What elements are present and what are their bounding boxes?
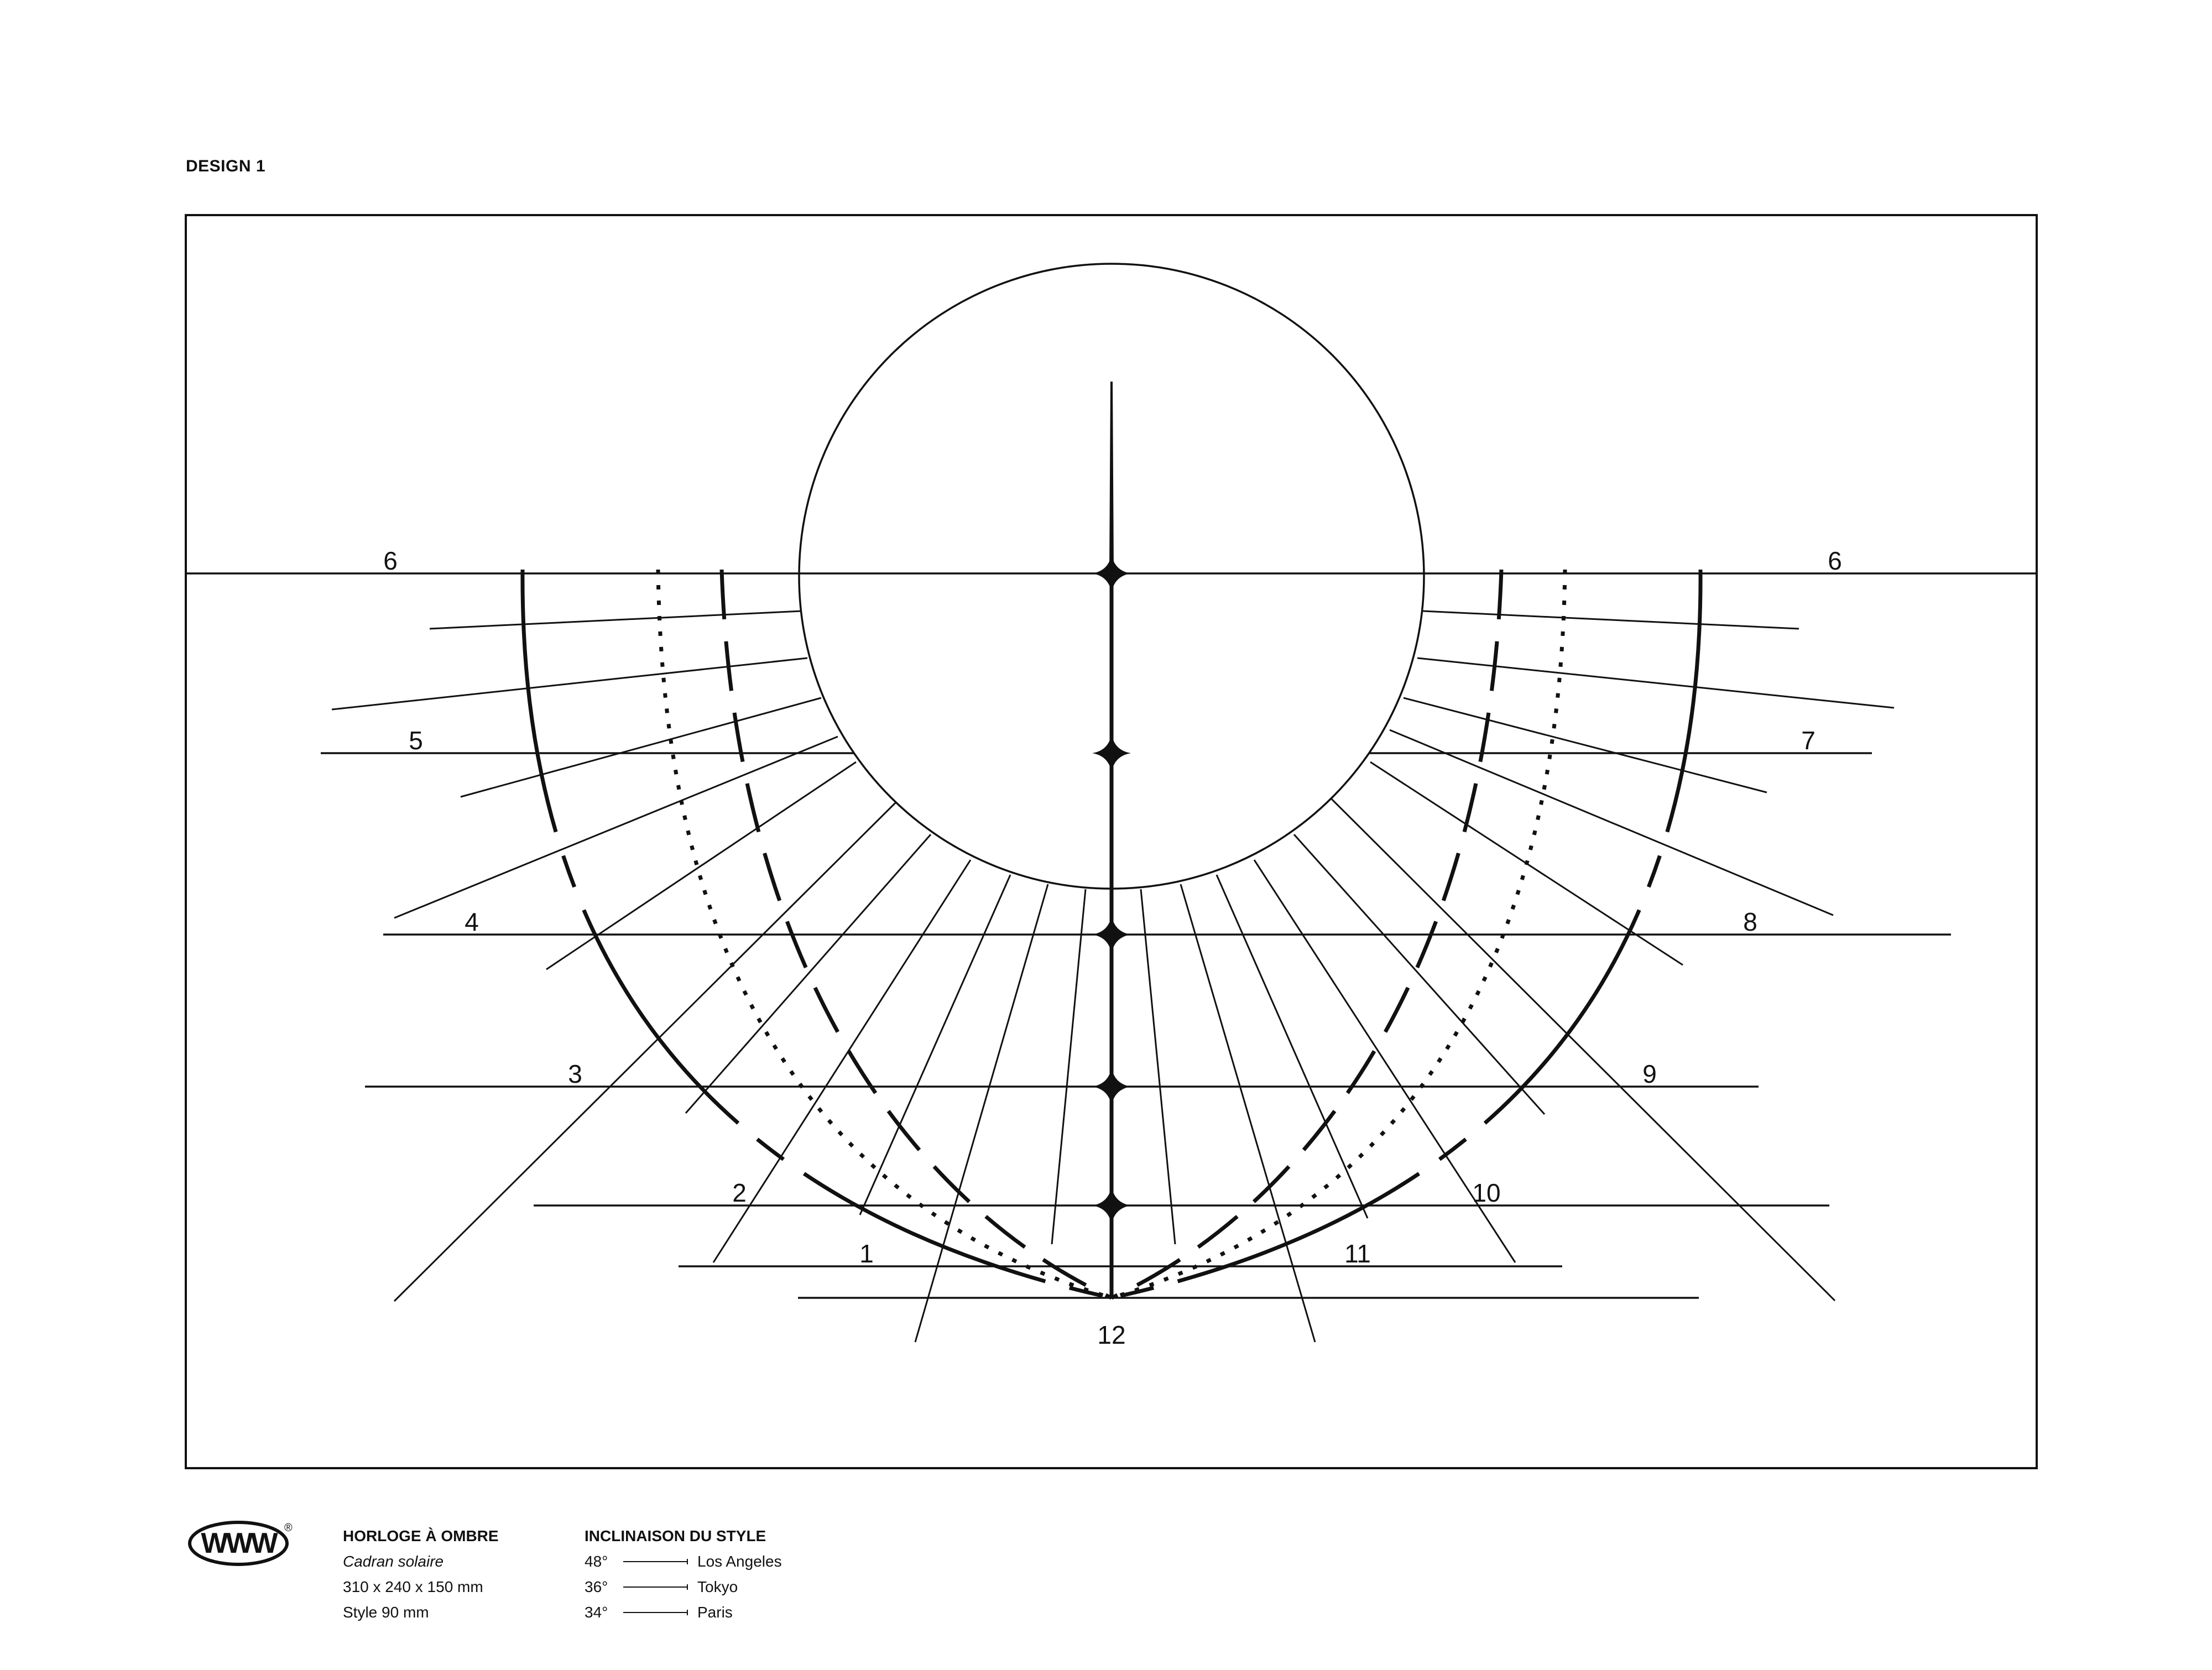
star-marker — [1092, 915, 1131, 954]
outer-curve-right — [1111, 569, 1703, 1300]
radial-line — [685, 834, 932, 1114]
inclination-city: Los Angeles — [697, 1553, 782, 1570]
radial-line — [1051, 889, 1087, 1245]
inclination-city: Paris — [697, 1604, 733, 1621]
dial-frame — [185, 214, 2038, 1469]
product-title: HORLOGE À OMBRE — [343, 1527, 499, 1544]
star-marker — [1092, 1186, 1131, 1225]
arrow-right-icon — [623, 1584, 688, 1590]
hour-label-7: 7 — [1801, 726, 1815, 755]
hour-label-1: 1 — [859, 1239, 874, 1268]
inclination-title: INCLINAISON DU STYLE — [585, 1527, 766, 1544]
outer-curve-left — [520, 569, 1112, 1300]
radial-line — [859, 874, 1011, 1215]
inclination-info: INCLINAISON DU STYLE 48° Los Angeles 36°… — [585, 1523, 782, 1625]
arrow-right-icon — [623, 1610, 688, 1615]
radial-line — [1180, 884, 1316, 1343]
hour-label-6-right: 6 — [1828, 546, 1842, 575]
radial-line — [1403, 697, 1767, 794]
radial-line — [546, 761, 857, 970]
brand-logo: WWW — [188, 1521, 289, 1566]
product-style: Style 90 mm — [343, 1604, 429, 1621]
gnomon — [1109, 382, 1114, 1298]
hour-label-12: 12 — [1097, 1321, 1125, 1349]
date-curves — [520, 569, 1703, 1300]
radial-line — [1389, 729, 1834, 916]
axis-markers — [1092, 554, 1131, 1225]
star-marker — [1092, 554, 1131, 593]
inclination-row: 48° Los Angeles — [585, 1549, 782, 1574]
hour-label-9: 9 — [1642, 1060, 1657, 1088]
product-dimensions: 310 x 240 x 150 mm — [343, 1578, 483, 1595]
hour-label-2: 2 — [732, 1178, 747, 1207]
radial-line — [1215, 874, 1369, 1219]
logo-text: WWW — [201, 1527, 278, 1559]
arrow-right-icon — [623, 1559, 688, 1564]
radial-line — [1329, 796, 1836, 1302]
hour-label-6-left: 6 — [383, 546, 398, 575]
star-marker — [1092, 734, 1131, 773]
star-marker — [1092, 1067, 1131, 1106]
hour-label-4: 4 — [465, 907, 479, 936]
inclination-angle: 34° — [585, 1604, 608, 1621]
radial-line — [429, 610, 802, 630]
product-subtitle: Cadran solaire — [343, 1553, 444, 1570]
radial-line — [1253, 859, 1516, 1263]
gnomon-needle — [1109, 382, 1114, 573]
hour-label-11: 11 — [1344, 1239, 1371, 1268]
hour-label-8: 8 — [1743, 907, 1757, 936]
dashed-curve-right — [1110, 569, 1504, 1300]
radial-line — [460, 697, 822, 798]
inclination-row: 36° Tokyo — [585, 1574, 782, 1600]
radial-line — [712, 859, 972, 1263]
radial-line — [1417, 657, 1895, 709]
hour-label-5: 5 — [409, 726, 423, 755]
hour-label-3: 3 — [568, 1060, 582, 1088]
radial-line — [331, 657, 808, 711]
dashed-curve-left — [719, 569, 1113, 1300]
registered-mark: ® — [284, 1522, 293, 1534]
radial-line — [1293, 833, 1546, 1115]
radial-line — [914, 884, 1049, 1343]
hour-labels: 6 6 5 7 4 8 3 9 2 10 1 11 12 — [383, 546, 1842, 1349]
inclination-row: 34° Paris — [585, 1600, 782, 1625]
hour-label-10: 10 — [1472, 1178, 1500, 1207]
radial-line — [393, 799, 900, 1302]
radial-line — [1140, 889, 1176, 1245]
design-label: DESIGN 1 — [186, 157, 266, 175]
inclination-city: Tokyo — [697, 1578, 738, 1595]
radial-line — [1422, 610, 1799, 630]
product-info: HORLOGE À OMBRE Cadran solaire 310 x 240… — [343, 1523, 499, 1625]
inclination-angle: 48° — [585, 1553, 608, 1570]
radial-line — [394, 735, 838, 919]
inclination-angle: 36° — [585, 1578, 608, 1595]
